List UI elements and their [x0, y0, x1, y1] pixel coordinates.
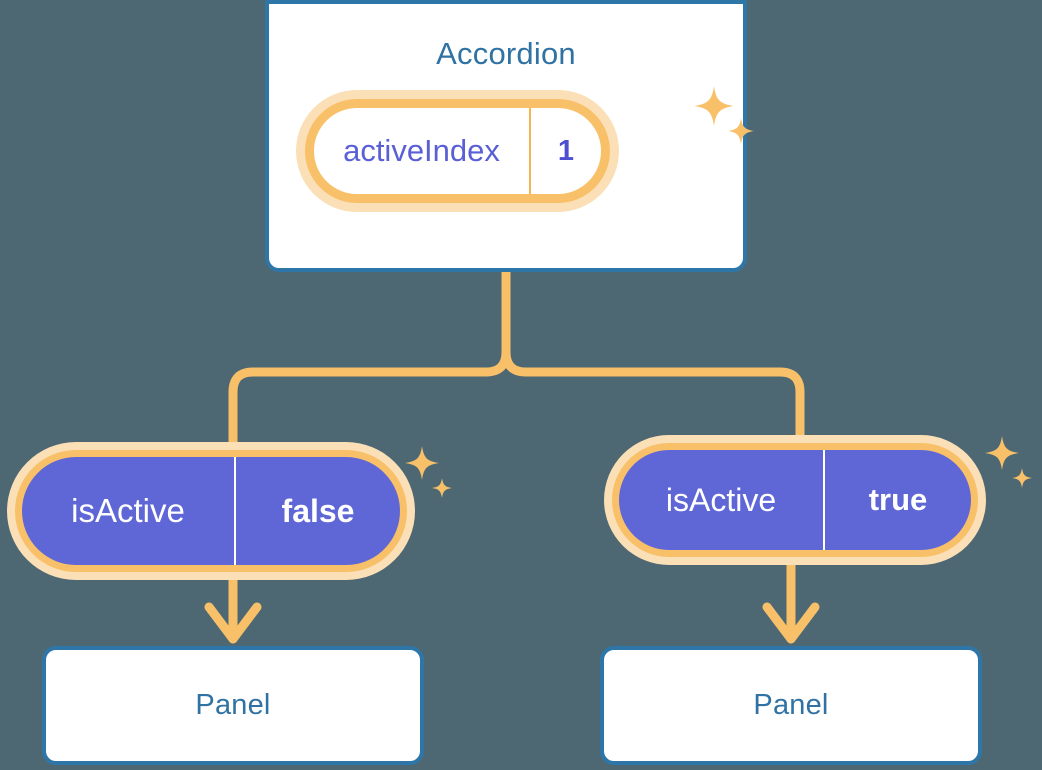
state-pill-is-active-left[interactable]: isActive false: [15, 450, 407, 572]
sparkle-group-left-pill: [405, 446, 452, 498]
state-pill-active-index[interactable]: activeIndex 1: [305, 99, 610, 203]
sparkle-group-right-pill: [985, 436, 1032, 488]
sparkle-four-point-large-icon: [985, 436, 1019, 470]
branch-connector-icon: [501, 267, 805, 457]
state-pill-body[interactable]: isActive true: [612, 443, 978, 557]
state-pill-key: isActive: [665, 481, 777, 518]
state-pill-divider: [823, 450, 825, 550]
state-pill-divider: [529, 108, 531, 194]
accordion-card-title: Accordion: [436, 36, 576, 71]
arrow-down-icon-right: [762, 563, 820, 644]
sparkle-four-point-small-icon: [432, 478, 452, 498]
state-pill-key: activeIndex: [343, 133, 500, 168]
state-pill-is-active-right[interactable]: isActive true: [612, 443, 978, 557]
state-pill-body[interactable]: activeIndex 1: [305, 99, 610, 203]
sparkle-four-point-small-icon: [1012, 468, 1032, 488]
state-pill-value: 1: [557, 134, 575, 167]
state-pill-body[interactable]: isActive false: [15, 450, 407, 572]
state-pill-key: isActive: [71, 492, 185, 529]
panel-card-title: Panel: [195, 689, 271, 721]
panel-component-card-right[interactable]: Panel: [600, 646, 982, 765]
state-pill-value: false: [281, 492, 355, 529]
sparkle-four-point-large-icon: [405, 446, 439, 480]
panel-card-title: Panel: [753, 689, 829, 721]
state-pill-value: true: [868, 482, 928, 517]
arrow-down-icon-left: [204, 572, 262, 644]
branch-connector-left-icon: [228, 267, 511, 465]
panel-component-card-left[interactable]: Panel: [42, 646, 424, 765]
state-pill-divider: [234, 457, 236, 565]
